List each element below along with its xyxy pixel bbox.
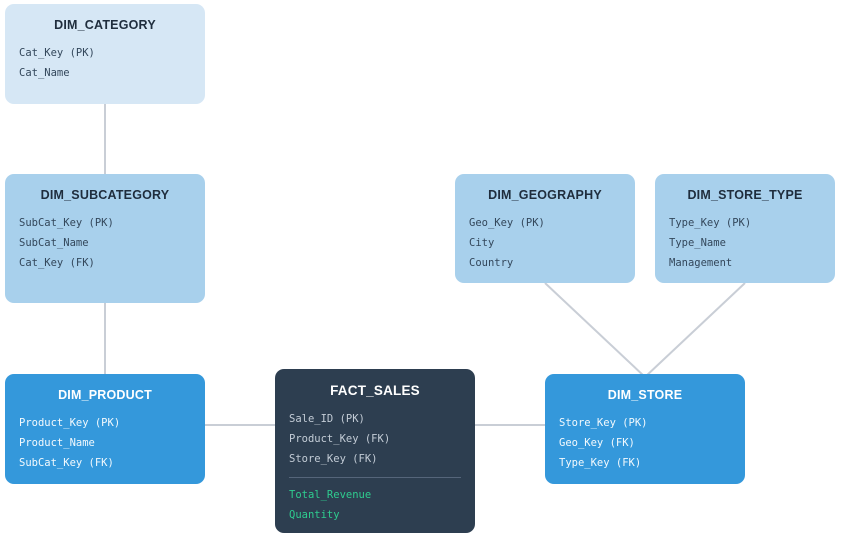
- attribute-list: Cat_Key (PK) Cat_Name: [5, 43, 205, 83]
- attribute-list: Store_Key (PK) Geo_Key (FK) Type_Key (FK…: [545, 413, 745, 473]
- entity-dim-store[interactable]: DIM_STORE Store_Key (PK) Geo_Key (FK) Ty…: [545, 374, 745, 484]
- attribute-row: Country: [469, 257, 514, 269]
- entity-fact-sales[interactable]: FACT_SALES Sale_ID (PK) Product_Key (FK)…: [275, 369, 475, 533]
- attribute-row: Product_Name: [19, 437, 95, 449]
- key-attribute-list: Sale_ID (PK) Product_Key (FK) Store_Key …: [275, 409, 475, 469]
- attribute-list: Geo_Key (PK) City Country: [455, 213, 635, 273]
- attribute-list: SubCat_Key (PK) SubCat_Name Cat_Key (FK): [5, 213, 205, 273]
- entity-dim-geography[interactable]: DIM_GEOGRAPHY Geo_Key (PK) City Country: [455, 174, 635, 283]
- connector-storetype-store: [644, 282, 746, 378]
- connector-geography-store: [544, 282, 646, 378]
- attribute-row: Product_Key (FK): [289, 433, 391, 445]
- attribute-row: Store_Key (FK): [289, 453, 378, 465]
- entity-dim-store-type[interactable]: DIM_STORE_TYPE Type_Key (PK) Type_Name M…: [655, 174, 835, 283]
- attribute-row: Store_Key (PK): [559, 417, 648, 429]
- attribute-row: SubCat_Name: [19, 237, 89, 249]
- entity-title: DIM_STORE: [607, 388, 683, 402]
- entity-title: DIM_CATEGORY: [54, 18, 156, 32]
- attribute-row: Type_Key (PK): [669, 217, 752, 229]
- attribute-row: Geo_Key (PK): [469, 217, 545, 229]
- entity-title: DIM_GEOGRAPHY: [488, 188, 602, 202]
- attribute-row: Cat_Name: [19, 67, 70, 79]
- attribute-row: City: [469, 237, 495, 249]
- attribute-row: Sale_ID (PK): [289, 413, 365, 425]
- entity-title: FACT_SALES: [330, 383, 420, 398]
- attribute-row: Type_Key (FK): [559, 457, 642, 469]
- attribute-row: Management: [669, 257, 733, 269]
- entity-title: DIM_STORE_TYPE: [687, 188, 803, 202]
- measure-row: Quantity: [289, 509, 340, 521]
- attribute-row: Type_Name: [669, 237, 726, 249]
- measure-row: Total_Revenue: [289, 489, 372, 501]
- attribute-row: SubCat_Key (FK): [19, 457, 114, 469]
- attribute-row: Geo_Key (FK): [559, 437, 635, 449]
- entity-title: DIM_PRODUCT: [58, 388, 152, 402]
- entity-dim-subcategory[interactable]: DIM_SUBCATEGORY SubCat_Key (PK) SubCat_N…: [5, 174, 205, 303]
- attribute-row: Cat_Key (PK): [19, 47, 95, 59]
- measure-list: Total_Revenue Quantity: [275, 485, 475, 525]
- attribute-list: Type_Key (PK) Type_Name Management: [655, 213, 835, 273]
- measures-divider: [289, 477, 461, 478]
- attribute-row: Product_Key (PK): [19, 417, 121, 429]
- entity-dim-category[interactable]: DIM_CATEGORY Cat_Key (PK) Cat_Name: [5, 4, 205, 104]
- attribute-row: SubCat_Key (PK): [19, 217, 114, 229]
- entity-dim-product[interactable]: DIM_PRODUCT Product_Key (PK) Product_Nam…: [5, 374, 205, 484]
- attribute-row: Cat_Key (FK): [19, 257, 95, 269]
- attribute-list: Product_Key (PK) Product_Name SubCat_Key…: [5, 413, 205, 473]
- entity-title: DIM_SUBCATEGORY: [40, 188, 170, 202]
